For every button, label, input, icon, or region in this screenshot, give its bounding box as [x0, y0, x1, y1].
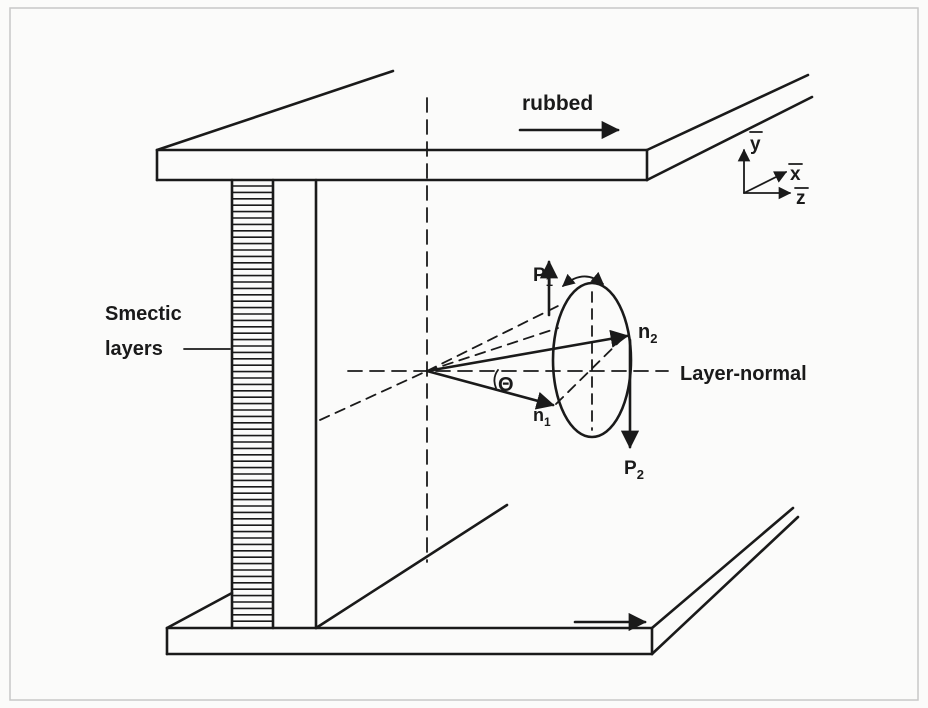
n2-label: n2 — [638, 321, 657, 346]
figure-frame — [9, 7, 919, 701]
p2-label: P2 — [624, 458, 644, 482]
axis-y-label: y — [750, 134, 761, 155]
top-plate — [155, 69, 814, 182]
layer-normal-label: Layer-normal — [680, 363, 807, 385]
rubbed-label: rubbed — [522, 92, 593, 115]
smectic-layer-stack — [230, 178, 272, 630]
construction-lines — [319, 97, 669, 563]
side-wall — [271, 178, 318, 630]
theta-label: Θ — [498, 374, 514, 396]
axis-x-label: x — [790, 164, 801, 185]
n1-label: n1 — [533, 405, 551, 429]
p1-label: P1 — [533, 265, 553, 289]
axes-indicator — [737, 148, 792, 200]
smectic-label-line2: layers — [105, 338, 163, 360]
smectic-label-line1: Smectic — [105, 303, 182, 325]
bottom-plate — [165, 503, 800, 656]
axis-z-label: z — [796, 188, 806, 209]
director-cone — [425, 260, 640, 449]
